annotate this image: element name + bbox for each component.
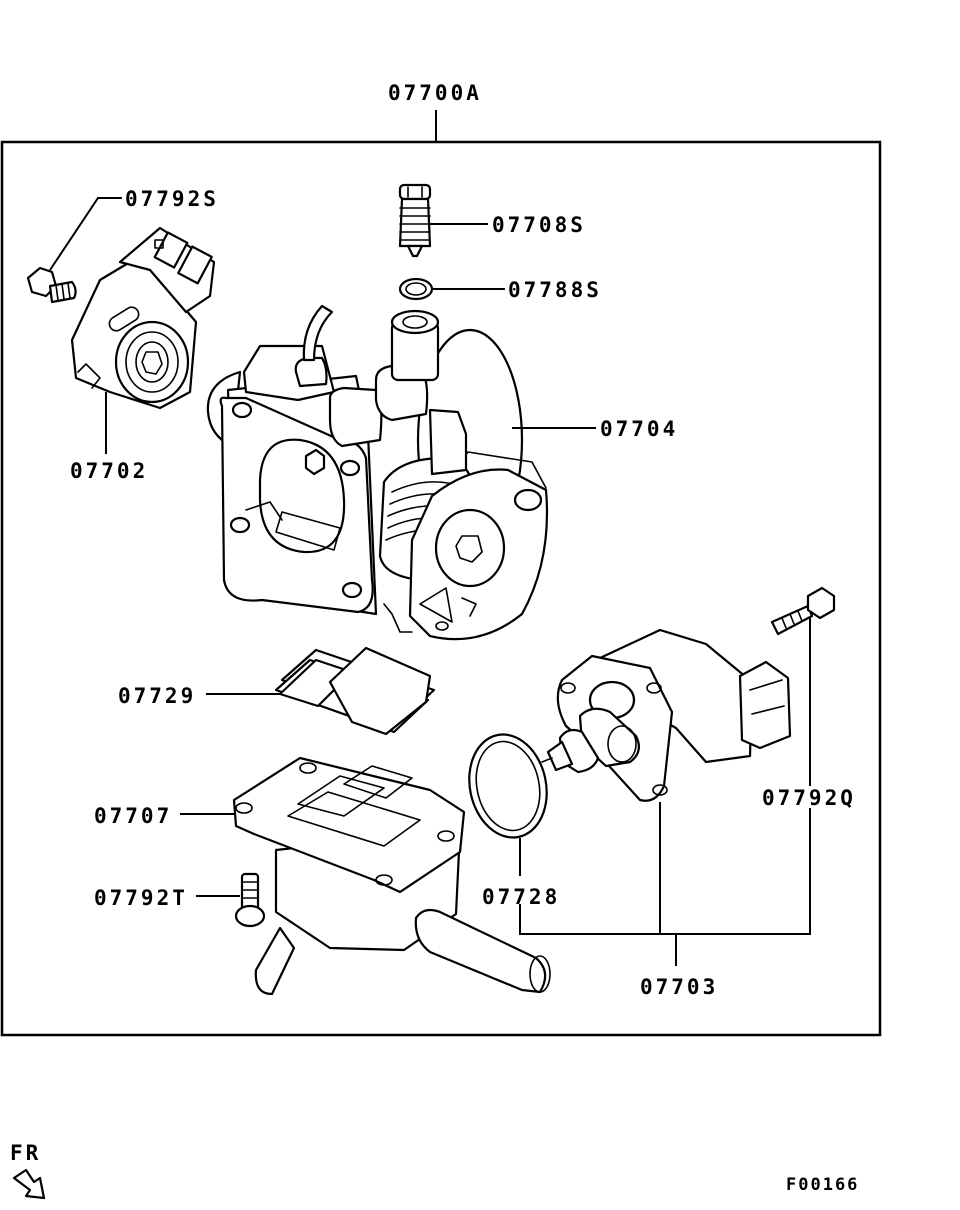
part-large-o-ring[interactable] <box>460 727 556 845</box>
part-iac-screw[interactable] <box>770 586 836 636</box>
leader-iac-group <box>519 808 811 935</box>
label-large-o-ring[interactable]: 07728 <box>482 885 560 909</box>
label-adapter[interactable]: 07707 <box>94 804 172 828</box>
part-throttle-body[interactable] <box>206 304 549 641</box>
front-arrow-icon <box>12 1168 46 1200</box>
label-iac-screw[interactable]: 07792Q <box>762 786 856 810</box>
label-small-o-ring[interactable]: 07788S <box>508 278 602 302</box>
label-throttle-body[interactable]: 07704 <box>600 417 678 441</box>
label-assembly[interactable]: 07700A <box>388 81 482 105</box>
part-adapter[interactable] <box>232 756 551 996</box>
label-gasket[interactable]: 07729 <box>118 684 196 708</box>
label-tps[interactable]: 07702 <box>70 459 148 483</box>
direction-label: FR <box>10 1141 41 1165</box>
label-tps-screw[interactable]: 07792S <box>125 187 219 211</box>
part-fast-idle-screw[interactable] <box>398 183 432 258</box>
part-tps-screw[interactable] <box>26 266 77 304</box>
label-adapter-screw[interactable]: 07792T <box>94 886 188 910</box>
part-gasket[interactable] <box>274 646 436 736</box>
part-idle-air-control-valve[interactable] <box>541 628 792 802</box>
figure-code: F00166 <box>786 1175 859 1195</box>
part-small-o-ring[interactable] <box>398 277 434 301</box>
part-throttle-position-sensor[interactable] <box>70 226 216 410</box>
part-adapter-screw[interactable] <box>234 872 266 928</box>
assembly-frame <box>0 140 882 1037</box>
leader-tps-screw <box>49 197 122 271</box>
label-iac[interactable]: 07703 <box>640 975 718 999</box>
label-fast-idle-screw[interactable]: 07708S <box>492 213 586 237</box>
